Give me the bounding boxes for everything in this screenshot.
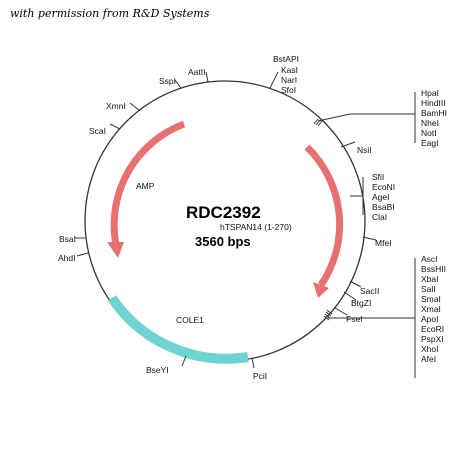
svg-text:BssHII: BssHII	[421, 264, 446, 274]
svg-text:SfiI: SfiI	[372, 172, 384, 182]
site-nsii: NsiI	[357, 145, 372, 155]
tick-bseyi	[181, 355, 187, 367]
svg-text:HpaI: HpaI	[421, 88, 439, 98]
svg-text:BamHI: BamHI	[421, 108, 447, 118]
site-group-hpai: HpaI HindIII BamHI NheI NotI EagI	[421, 88, 447, 148]
svg-text:SalI: SalI	[421, 284, 436, 294]
site-mfei: MfeI	[375, 238, 392, 248]
tick-sspi	[174, 79, 182, 89]
svg-text:XbaI: XbaI	[421, 274, 439, 284]
credit-text: with permission from R&D Systems	[10, 7, 210, 20]
svg-text:SmaI: SmaI	[421, 294, 441, 304]
site-bsai: BsaI	[59, 234, 76, 244]
site-btgzi: BtgZI	[351, 298, 371, 308]
feature-label-cole1: COLE1	[176, 315, 204, 325]
tick-mfei	[362, 236, 377, 241]
svg-text:ApoI: ApoI	[421, 314, 439, 324]
site-ahdi: AhdI	[58, 253, 76, 263]
insert-arrow-body	[304, 144, 344, 287]
site-sspi: SspI	[159, 76, 176, 86]
svg-text:NarI: NarI	[281, 75, 297, 85]
svg-text:XhoI: XhoI	[421, 344, 439, 354]
site-aatii: AatII	[188, 67, 205, 77]
svg-text:HindIII: HindIII	[421, 98, 446, 108]
tick-pcii	[251, 357, 255, 369]
tick-aatii	[205, 71, 209, 83]
svg-text:ClaI: ClaI	[372, 212, 387, 222]
svg-text:EcoRI: EcoRI	[421, 324, 444, 334]
tick-sacii	[349, 280, 362, 288]
tick-xmni	[129, 102, 141, 112]
svg-text:AgeI: AgeI	[372, 192, 390, 202]
svg-text:NheI: NheI	[421, 118, 439, 128]
svg-text:SfoI: SfoI	[281, 85, 296, 95]
svg-text:AfeI: AfeI	[421, 354, 436, 364]
bracket-lines	[317, 92, 416, 378]
svg-text:KasI: KasI	[281, 65, 298, 75]
site-xmni: XmnI	[106, 101, 126, 111]
tick-nsii	[340, 141, 356, 148]
plasmid-size: 3560 bps	[195, 234, 251, 249]
site-group-sfii: SfiI EcoNI AgeI BsaBI ClaI	[372, 172, 395, 222]
site-group-asci: AscI BssHII XbaI SalI SmaI XmaI ApoI Eco…	[421, 254, 446, 364]
bracket-top-right	[317, 113, 415, 122]
site-pcii: PciI	[253, 371, 267, 381]
svg-text:EagI: EagI	[421, 138, 439, 148]
cole1-band	[107, 295, 249, 364]
amp-arrow-body	[110, 120, 186, 246]
tick-fsei	[334, 307, 348, 316]
tick-ahdi	[76, 252, 89, 257]
feature-label-amp: AMP	[136, 181, 155, 191]
svg-text:AscI: AscI	[421, 254, 438, 264]
site-sacii: SacII	[360, 286, 379, 296]
svg-text:BstAPI: BstAPI	[273, 54, 299, 64]
insert-name: hTSPAN14 (1-270)	[220, 222, 292, 232]
svg-text:XmaI: XmaI	[421, 304, 441, 314]
site-ticks	[75, 71, 377, 369]
insert-arrow-head	[313, 282, 329, 298]
svg-text:EcoNI: EcoNI	[372, 182, 395, 192]
cluster-hatch-top	[313, 118, 323, 127]
site-scai: ScaI	[89, 126, 106, 136]
svg-text:NotI: NotI	[421, 128, 437, 138]
plasmid-name: RDC2392	[186, 203, 261, 222]
site-group-bstapi: BstAPI KasI NarI SfoI	[273, 54, 299, 95]
site-bseyi: BseYI	[146, 365, 169, 375]
amp-arrow-head	[107, 242, 124, 258]
tick-scai	[109, 123, 121, 130]
tick-btgzi	[343, 291, 357, 301]
tick-bstapi-group	[269, 71, 279, 89]
svg-text:BsaBI: BsaBI	[372, 202, 395, 212]
svg-text:PspXI: PspXI	[421, 334, 444, 344]
cluster-hatch-bottom	[323, 309, 333, 321]
site-fsei: FseI	[346, 314, 363, 324]
